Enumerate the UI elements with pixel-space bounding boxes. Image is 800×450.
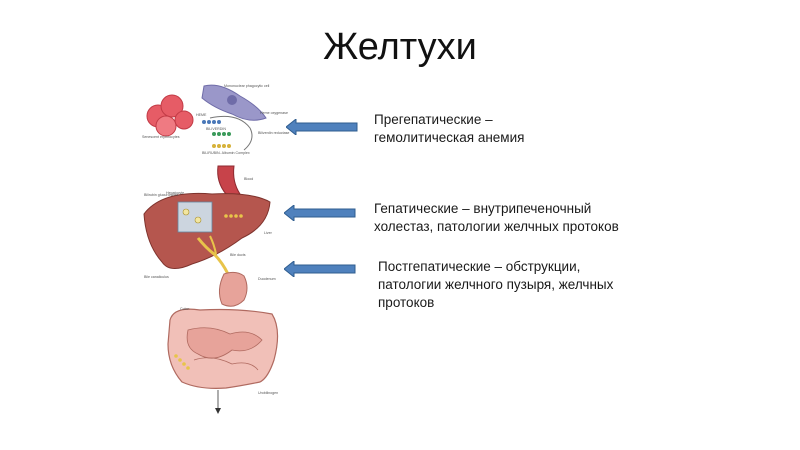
label-albumin-complex: BILIRUBIN- Albumin Complex [202,151,250,155]
label-heme: HEME [196,113,207,117]
cause-hepatic: Гепатические – внутрипеченочный холестаз… [374,200,619,236]
cause-posthepatic: Постгепатические – обструкции, патологии… [378,258,613,312]
label-colon: Colon [180,307,189,311]
label-senescent: Senescent erythrocytes [142,135,180,139]
label-heme-oxygenase: Heme oxygenase [260,111,288,115]
label-bile-canaliculus: Bile canaliculus [144,275,169,279]
arrow-left-icon [284,261,356,277]
conjugated-beads [224,214,243,218]
red-blood-cells [146,94,194,137]
bilirubin-metabolism-illustration: Mononuclear phagocytic cell Senescent er… [142,84,289,414]
cause-line: Прегепатические – [374,112,493,127]
label-mononuclear: Mononuclear phagocytic cell [224,84,270,88]
duodenum [218,271,248,307]
slide-title: Желтухи [323,26,477,68]
label-biliverdin: BILIVERDIN [206,127,226,131]
cause-line: Постгепатические – обструкции, [378,259,581,274]
label-bilirubin-glucuronides: Bilirubin glucuronides [144,193,178,197]
heme-beads [202,120,221,124]
cause-line: протоков [378,295,435,310]
blood-vessel [217,165,241,195]
arrow-left-icon [284,205,356,221]
cause-line: холестаз, патологии желчных протоков [374,219,619,234]
cause-line: Гепатические – внутрипеченочный [374,201,592,216]
cause-line: гемолитическая анемия [374,130,525,145]
label-bile-ducts: Bile ducts [230,253,246,257]
label-liver: Liver [264,231,273,235]
label-blood: Blood [244,177,253,181]
cause-line: патологии желчного пузыря, желчных [378,277,614,292]
label-biliverdin-reductase: Biliverdin reductase [258,131,289,135]
urobilinogen-beads [174,354,190,370]
label-hepatocyte: Hepatocyte [166,191,184,195]
bile-ducts [196,237,230,275]
label-duodenum: Duodenum [258,277,276,281]
label-urobilinogen: Urobilinogen [258,391,278,395]
cause-prehepatic: Прегепатические – гемолитическая анемия [374,111,524,147]
bilirubin-beads [212,144,231,148]
biliverdin-beads [212,132,231,136]
arrow-left-icon [286,119,358,135]
